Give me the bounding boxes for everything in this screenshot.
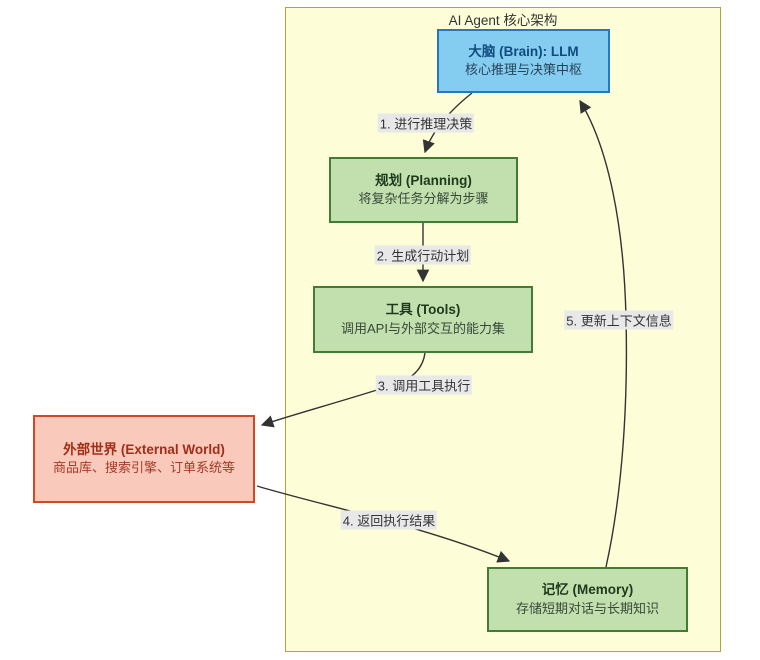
edge-label-5: 5. 更新上下文信息: [564, 310, 674, 330]
node-tools: 工具 (Tools) 调用API与外部交互的能力集: [313, 286, 533, 353]
edge-label-2: 2. 生成行动计划: [374, 245, 472, 265]
node-memory: 记忆 (Memory) 存储短期对话与长期知识: [487, 567, 688, 632]
node-brain: 大脑 (Brain): LLM 核心推理与决策中枢: [437, 29, 610, 93]
node-brain-subtitle: 核心推理与决策中枢: [464, 62, 582, 78]
container-title: AI Agent 核心架构: [448, 13, 558, 28]
node-external-subtitle: 商品库、搜索引擎、订单系统等: [52, 460, 235, 476]
node-memory-title: 记忆 (Memory): [541, 582, 634, 598]
node-memory-subtitle: 存储短期对话与长期知识: [515, 600, 659, 616]
node-external-world: 外部世界 (External World) 商品库、搜索引擎、订单系统等: [33, 415, 255, 503]
node-planning-subtitle: 将复杂任务分解为步骤: [358, 191, 489, 207]
node-tools-title: 工具 (Tools): [385, 302, 461, 318]
node-tools-subtitle: 调用API与外部交互的能力集: [341, 320, 505, 336]
edge-label-4: 4. 返回执行结果: [340, 510, 438, 530]
node-brain-title: 大脑 (Brain): LLM: [468, 43, 579, 59]
edge-label-1: 1. 进行推理决策: [377, 113, 475, 133]
node-planning-title: 规划 (Planning): [375, 172, 472, 188]
node-external-title: 外部世界 (External World): [63, 441, 225, 457]
edge-memory-to-brain: [579, 99, 628, 568]
node-planning: 规划 (Planning) 将复杂任务分解为步骤: [329, 157, 518, 223]
edge-label-3: 3. 调用工具执行: [375, 375, 473, 395]
